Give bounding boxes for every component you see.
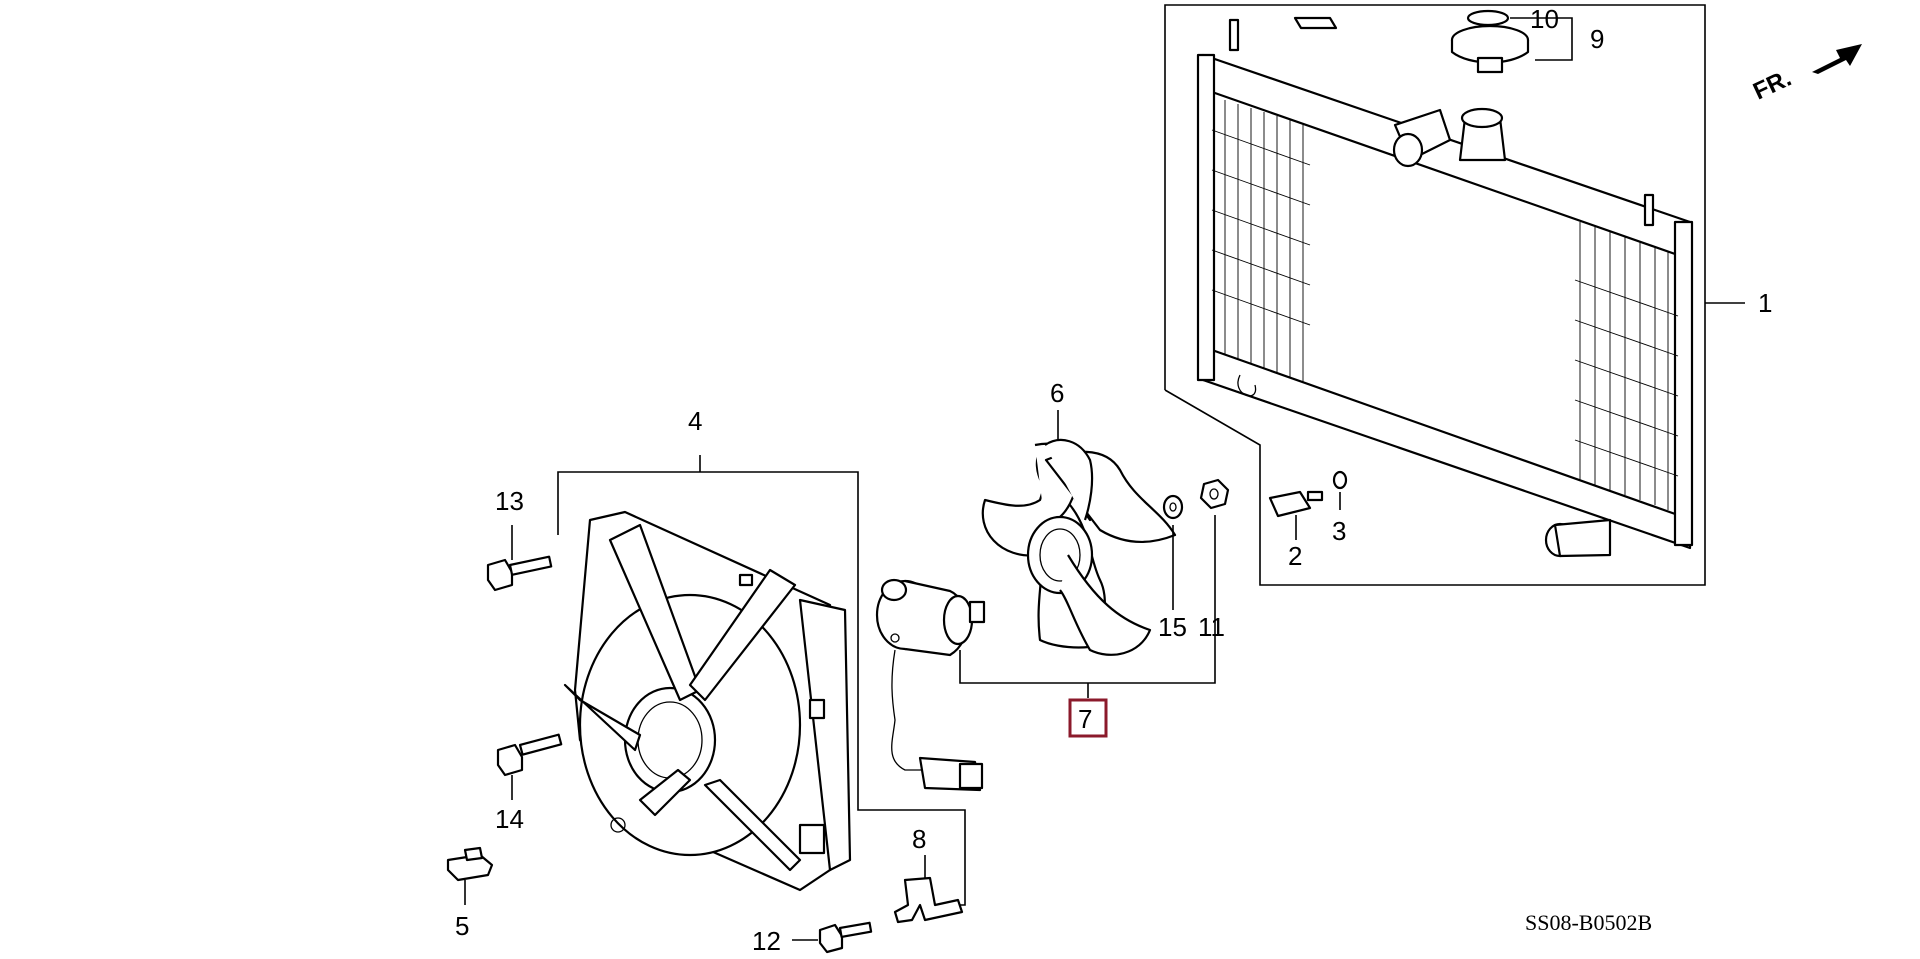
fan-blade[interactable] bbox=[981, 438, 1177, 656]
nut[interactable] bbox=[1199, 478, 1230, 510]
drain-plug-o-ring[interactable] bbox=[1332, 470, 1348, 490]
part-label-1[interactable]: 1 bbox=[1758, 288, 1772, 318]
part-label-10[interactable]: 10 bbox=[1530, 4, 1559, 34]
leader-4-bracket bbox=[557, 471, 966, 906]
fr-arrow-icon bbox=[1812, 44, 1862, 74]
part-label-9[interactable]: 9 bbox=[1590, 24, 1604, 54]
radiator-group bbox=[1164, 4, 1745, 586]
part-label-14[interactable]: 14 bbox=[495, 804, 524, 834]
part-label-3[interactable]: 3 bbox=[1332, 516, 1346, 546]
part-label-15[interactable]: 15 bbox=[1158, 612, 1187, 642]
radiator-cap[interactable] bbox=[1450, 24, 1530, 74]
flange-bolt-12[interactable] bbox=[818, 921, 873, 954]
front-direction-indicator: FR. bbox=[1749, 44, 1862, 105]
part-label-7[interactable]: 7 bbox=[1078, 704, 1092, 734]
flange-bolt-13[interactable] bbox=[486, 555, 553, 592]
mounting-bracket[interactable] bbox=[893, 876, 964, 924]
radiator-cap-o-ring[interactable] bbox=[1466, 9, 1510, 27]
radiator[interactable] bbox=[1196, 18, 1694, 558]
part-label-11[interactable]: 11 bbox=[1198, 612, 1225, 642]
part-label-2[interactable]: 2 bbox=[1288, 541, 1302, 571]
label-plate bbox=[1293, 16, 1338, 30]
part-label-8[interactable]: 8 bbox=[912, 824, 926, 854]
radiator-bracket-line bbox=[1164, 4, 1706, 586]
part-label-12[interactable]: 12 bbox=[752, 926, 781, 956]
washer[interactable] bbox=[1162, 494, 1184, 520]
leader-9-10 bbox=[1510, 17, 1573, 61]
fan-shroud[interactable] bbox=[563, 510, 852, 892]
part-label-4[interactable]: 4 bbox=[688, 406, 702, 436]
part-label-6[interactable]: 6 bbox=[1050, 378, 1064, 408]
fan-motor[interactable] bbox=[875, 578, 986, 792]
flange-bolt-14[interactable] bbox=[496, 733, 563, 777]
diagram-code: SS08-B0502B bbox=[1525, 910, 1652, 935]
fan-shroud-clip[interactable] bbox=[446, 846, 494, 882]
drain-plug[interactable] bbox=[1268, 490, 1324, 518]
part-label-5[interactable]: 5 bbox=[455, 911, 469, 941]
fr-label: FR. bbox=[1749, 65, 1795, 106]
selected-part-highlight bbox=[1068, 698, 1108, 738]
radiator-core-fins bbox=[1211, 100, 1679, 510]
part-label-13[interactable]: 13 bbox=[495, 486, 524, 516]
